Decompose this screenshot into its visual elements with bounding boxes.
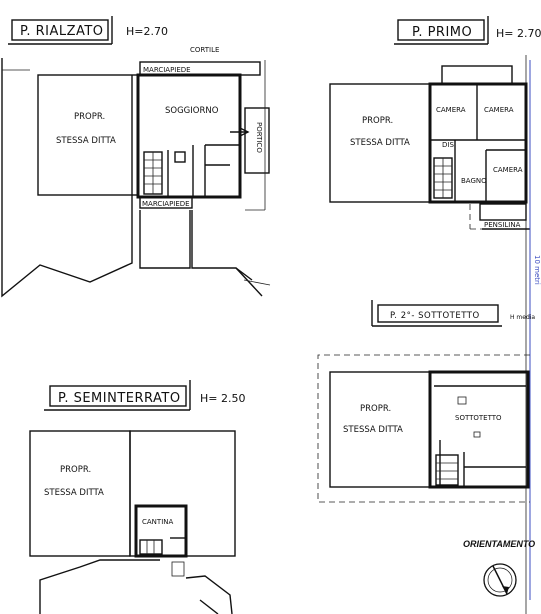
height-rialzato: H=2.70 [126, 25, 168, 38]
unit-cantina [134, 504, 188, 558]
height-primo: H= 2.70 [496, 27, 541, 40]
north-arrow-icon [502, 586, 509, 594]
label-soggiorno: SOGGIORNO [165, 106, 219, 116]
label-camera-1: CAMERA [436, 106, 466, 114]
propr-primo-2: STESSA DITTA [350, 138, 410, 148]
plan-seminterrato: P. SEMINTERRATO H= 2.50 PROPR. STESSA DI… [29, 380, 245, 614]
propr-rialzato-2: STESSA DITTA [56, 136, 116, 146]
label-camera-2: CAMERA [484, 106, 514, 114]
unit-sottotetto [428, 370, 530, 489]
title-primo: P. PRIMO [412, 25, 472, 40]
label-bagno: BAGNO [461, 177, 487, 185]
title-box-rialzato [11, 19, 109, 41]
compass-icon [483, 563, 517, 597]
label-cortile: CORTILE [190, 46, 219, 54]
propr-seminterrato-1: PROPR. [60, 465, 91, 475]
stairs-seminterrato [139, 539, 163, 555]
marciapiede-top [139, 61, 261, 76]
title-seminterrato: P. SEMINTERRATO [58, 391, 181, 406]
propr-rialzato-1: PROPR. [74, 112, 105, 122]
propr-sottotetto-2: STESSA DITTA [343, 425, 403, 435]
title-box-primo [397, 19, 485, 41]
label-pensilina: PENSILINA [484, 221, 521, 229]
plan-sottotetto: P. 2°- SOTTOTETTO H media PROPR. STESSA … [317, 300, 535, 503]
orientation-label: ORIENTAMENTO [463, 539, 535, 549]
orientation-compass: ORIENTAMENTO [463, 539, 535, 597]
title-box-seminterrato [49, 385, 187, 407]
scale-note: 10 metri [533, 255, 541, 285]
title-sottotetto: P. 2°- SOTTOTETTO [390, 311, 480, 321]
label-sottotetto: SOTTOTETTO [455, 414, 502, 422]
stairs-rialzato [143, 151, 163, 195]
height-sottotetto: H media [510, 314, 535, 321]
marciapiede-bottom [139, 196, 193, 209]
label-portico: PORTICO [255, 122, 263, 153]
title-rialzato: P. RIALZATO [20, 24, 104, 39]
label-cantina: CANTINA [142, 518, 173, 526]
label-marciapiede-bottom: MARCIAPIEDE [142, 200, 190, 208]
title-box-sottotetto [377, 304, 499, 323]
stairs-sottotetto [435, 454, 459, 486]
area-propr-rialzato [37, 74, 139, 196]
propr-primo-1: PROPR. [362, 116, 393, 126]
portico [244, 107, 270, 174]
height-seminterrato: H= 2.50 [200, 392, 245, 405]
label-marciapiede-top: MARCIAPIEDE [143, 66, 191, 74]
pensilina [479, 203, 527, 221]
label-camera-3: CAMERA [493, 166, 523, 174]
propr-sottotetto-1: PROPR. [360, 404, 391, 414]
label-dis: DIS. [442, 141, 456, 149]
stairs-primo [433, 157, 453, 199]
plan-primo: P. PRIMO H= 2.70 PROPR. STESSA DITTA CAM… [329, 16, 541, 614]
plan-rialzato: P. RIALZATO H=2.70 CORTILE PROPR. STESSA… [1, 16, 271, 298]
propr-seminterrato-2: STESSA DITTA [44, 488, 104, 498]
